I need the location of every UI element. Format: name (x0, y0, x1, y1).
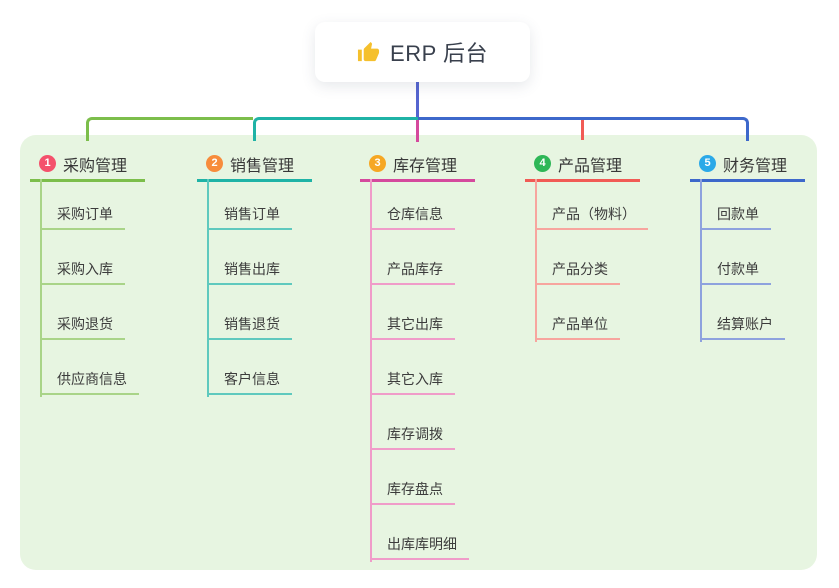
branch-label: 销售管理 (230, 157, 295, 175)
branch-node-2[interactable]: 2 销售管理 (197, 148, 312, 182)
connector-branch4 (581, 120, 584, 140)
branch-children-line (700, 179, 702, 342)
branch-node-4[interactable]: 4 产品管理 (525, 148, 640, 182)
branch-label: 库存管理 (393, 157, 458, 175)
child-node[interactable]: 销售订单 (207, 207, 292, 230)
branch-label: 采购管理 (63, 157, 128, 175)
child-node[interactable]: 产品单位 (535, 317, 620, 340)
connector-branch5 (417, 117, 749, 141)
branch-children-line (370, 179, 372, 562)
child-node[interactable]: 库存盘点 (370, 482, 455, 505)
branch-number-badge: 3 (369, 155, 386, 172)
child-node[interactable]: 其它入库 (370, 372, 455, 395)
connector-branch2 (253, 117, 418, 141)
child-node[interactable]: 采购入库 (40, 262, 125, 285)
child-node[interactable]: 其它出库 (370, 317, 455, 340)
child-node[interactable]: 产品分类 (535, 262, 620, 285)
child-node[interactable]: 结算账户 (700, 317, 785, 340)
child-node[interactable]: 产品库存 (370, 262, 455, 285)
child-node[interactable]: 出库库明细 (370, 537, 469, 560)
branches-panel (20, 135, 817, 570)
child-node[interactable]: 采购退货 (40, 317, 125, 340)
branch-number-badge: 4 (534, 155, 551, 172)
branch-children-line (207, 179, 209, 397)
root-node[interactable]: ERP 后台 (315, 22, 530, 82)
branch-number-badge: 1 (39, 155, 56, 172)
child-node[interactable]: 仓库信息 (370, 207, 455, 230)
branch-children-line (40, 179, 42, 397)
child-node[interactable]: 付款单 (700, 262, 771, 285)
child-node[interactable]: 客户信息 (207, 372, 292, 395)
branch-label: 财务管理 (723, 157, 788, 175)
child-node[interactable]: 销售出库 (207, 262, 292, 285)
branch-node-5[interactable]: 5 财务管理 (690, 148, 805, 182)
child-node[interactable]: 回款单 (700, 207, 771, 230)
connector-branch1 (86, 117, 253, 141)
branch-node-1[interactable]: 1 采购管理 (30, 148, 145, 182)
branch-node-3[interactable]: 3 库存管理 (360, 148, 475, 182)
branch-number-badge: 2 (206, 155, 223, 172)
root-connector-line (416, 82, 419, 120)
branch-number-badge: 5 (699, 155, 716, 172)
branch-label: 产品管理 (558, 157, 623, 175)
child-node[interactable]: 库存调拨 (370, 427, 455, 450)
connector-branch3 (416, 120, 419, 142)
child-node[interactable]: 采购订单 (40, 207, 125, 230)
branch-children-line (535, 179, 537, 342)
thumbs-up-icon (357, 41, 380, 64)
child-node[interactable]: 销售退货 (207, 317, 292, 340)
child-node[interactable]: 产品（物料） (535, 207, 648, 230)
root-title: ERP 后台 (390, 41, 488, 66)
child-node[interactable]: 供应商信息 (40, 372, 139, 395)
